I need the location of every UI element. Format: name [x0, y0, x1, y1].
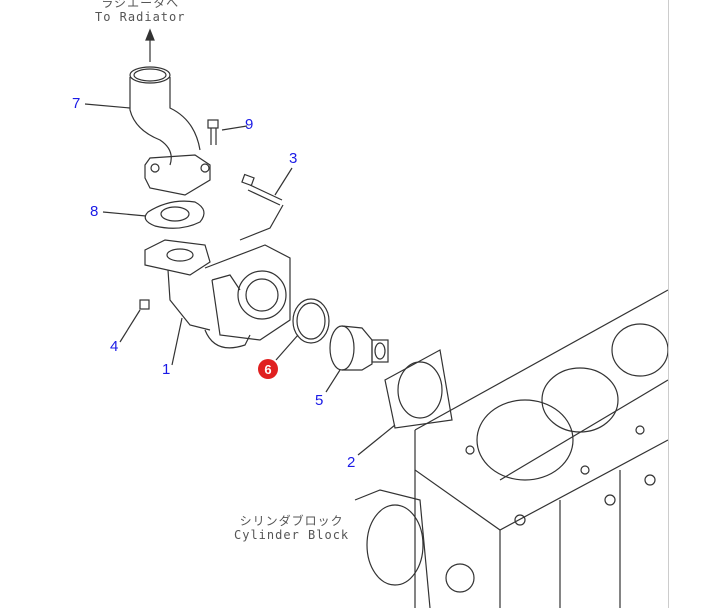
- part-6-seal: [292, 298, 330, 344]
- cylinder-block-note-en: Cylinder Block: [234, 528, 350, 542]
- part-3-bolt: [241, 173, 283, 206]
- callout-5[interactable]: 5: [315, 392, 324, 409]
- flow-arrow: [145, 28, 155, 62]
- cylinder-block-note-jp: シリンダブロック: [239, 514, 344, 528]
- part-4-plug: [139, 299, 150, 310]
- part-7-water-outlet: [129, 66, 211, 196]
- callout-9[interactable]: 9: [245, 116, 254, 133]
- callout-4[interactable]: 4: [110, 338, 119, 355]
- part-5-thermostat: [329, 325, 389, 371]
- part-9-bolt: [207, 119, 219, 145]
- callout-1[interactable]: 1: [162, 361, 171, 378]
- callout-2[interactable]: 2: [347, 454, 356, 471]
- callout-8[interactable]: 8: [90, 203, 99, 220]
- part-1-thermostat-housing: [144, 239, 291, 349]
- radiator-note-en: To Radiator: [95, 10, 186, 24]
- callout-7[interactable]: 7: [72, 95, 81, 112]
- part-2-gasket: [384, 349, 453, 429]
- callout-3[interactable]: 3: [289, 150, 298, 167]
- frame-edge: [668, 0, 669, 608]
- cylinder-block-note: シリンダブロック Cylinder Block: [234, 514, 349, 542]
- radiator-note: ラジエータへ To Radiator: [95, 0, 185, 24]
- radiator-note-jp: ラジエータへ: [101, 0, 180, 10]
- part-8-gasket: [144, 200, 205, 229]
- cylinder-block: [354, 289, 669, 608]
- callout-6-highlighted[interactable]: 6: [258, 359, 278, 379]
